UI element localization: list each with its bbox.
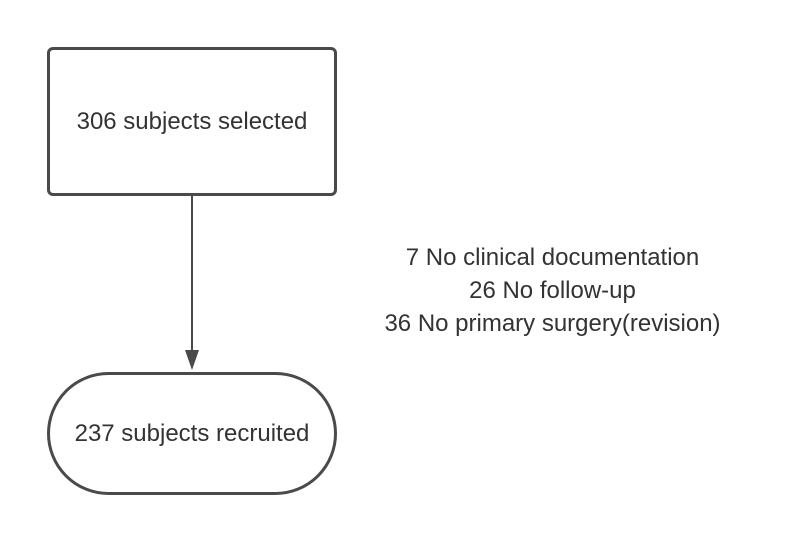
exclusion-list: 7 No clinical documentation 26 No follow… xyxy=(350,241,755,340)
node-subjects-recruited-label: 237 subjects recruited xyxy=(74,419,310,447)
node-subjects-selected-label: 306 subjects selected xyxy=(76,107,308,135)
exclusion-no-primary-surgery: 36 No primary surgery(revision) xyxy=(384,310,721,337)
node-subjects-recruited: 237 subjects recruited xyxy=(47,372,337,495)
arrow-head xyxy=(185,350,199,370)
exclusion-no-follow-up: 26 No follow-up xyxy=(469,277,636,304)
node-subjects-selected: 306 subjects selected xyxy=(47,47,337,196)
exclusion-no-clinical-documentation: 7 No clinical documentation xyxy=(405,244,700,271)
